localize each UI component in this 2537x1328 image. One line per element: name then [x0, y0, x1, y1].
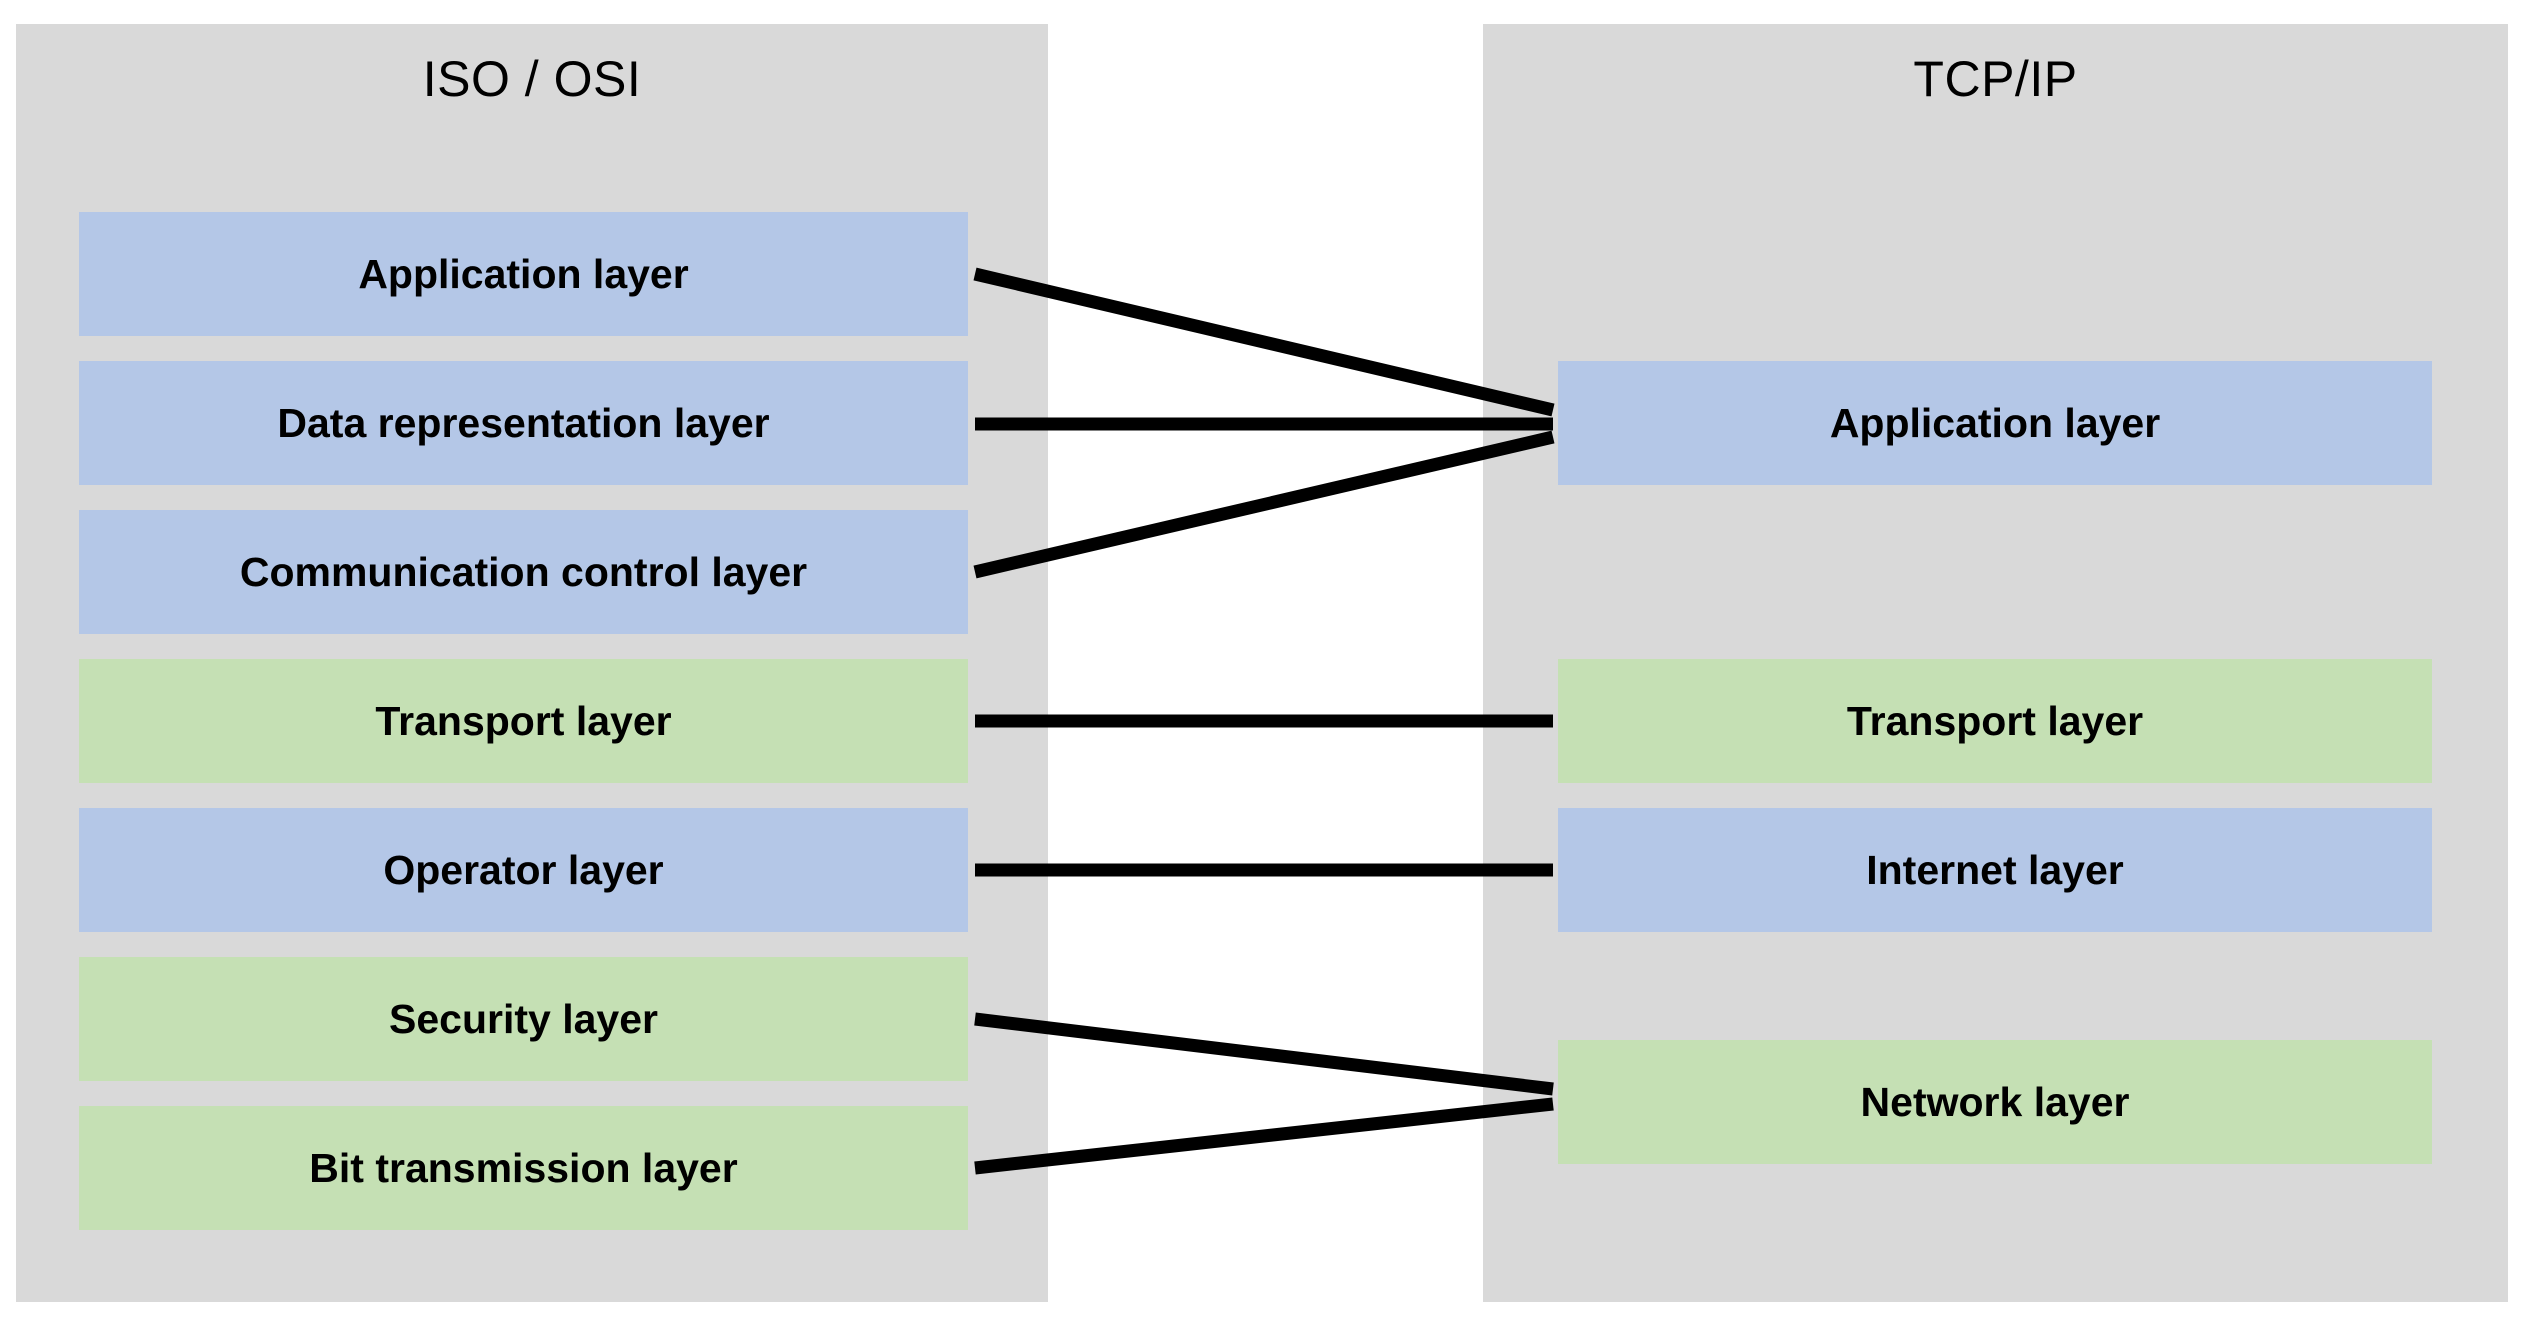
connector-communication-control-to-application [973, 430, 1555, 579]
osi-layer-transport[interactable]: Transport layer [79, 659, 968, 783]
osi-layer-application[interactable]: Application layer [79, 212, 968, 336]
connector-bit-transmission-to-network [974, 1097, 1554, 1175]
tcpip-panel-title: TCP/IP [1913, 51, 2078, 107]
osi-layer-bit-transmission[interactable]: Bit transmission layer [79, 1106, 968, 1230]
osi-panel-title: ISO / OSI [422, 51, 642, 107]
tcpip-layer-application[interactable]: Application layer [1558, 361, 2432, 485]
osi-layer-operator[interactable]: Operator layer [79, 808, 968, 932]
osi-layer-communication-control[interactable]: Communication control layer [79, 510, 968, 634]
tcpip-layer-internet[interactable]: Internet layer [1558, 808, 2432, 932]
tcpip-layer-transport[interactable]: Transport layer [1558, 659, 2432, 783]
osi-layer-data-representation[interactable]: Data representation layer [79, 361, 968, 485]
tcpip-layer-network[interactable]: Network layer [1558, 1040, 2432, 1164]
connector-application-to-application [973, 267, 1555, 417]
osi-layer-security[interactable]: Security layer [79, 957, 968, 1081]
connector-security-to-network [974, 1012, 1554, 1096]
